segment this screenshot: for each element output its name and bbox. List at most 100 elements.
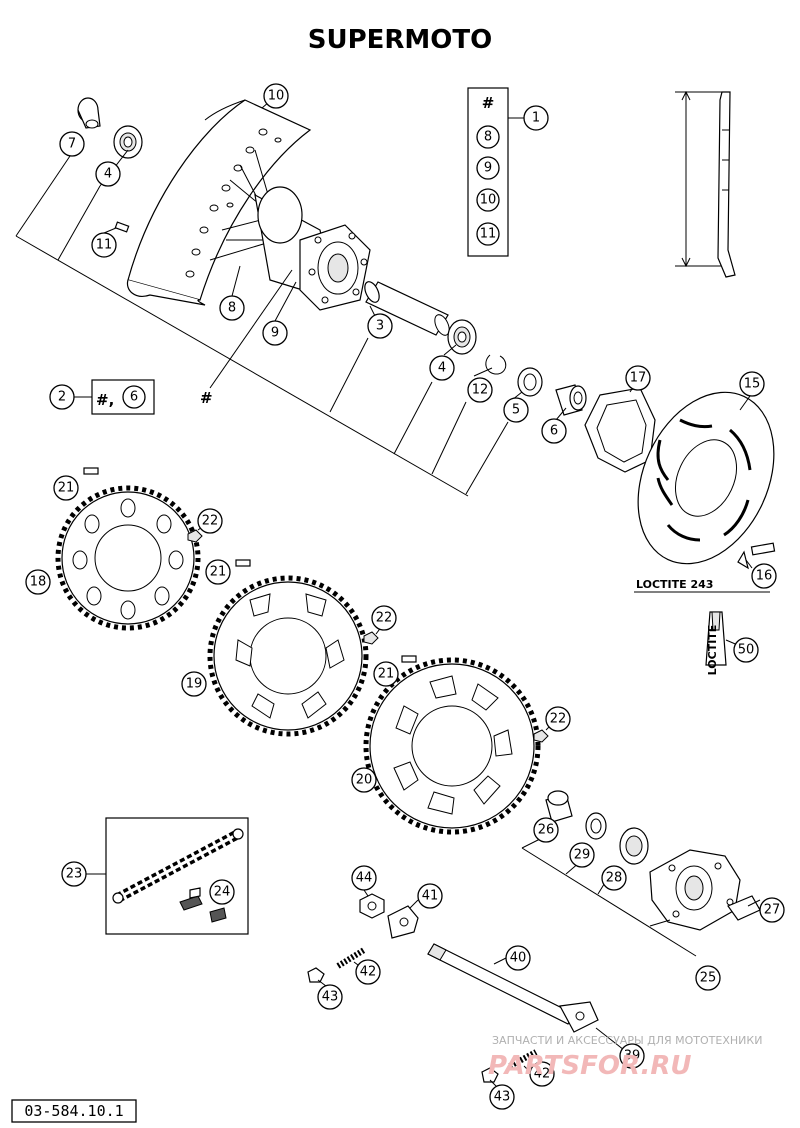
callout-21-c: 21 xyxy=(373,661,399,687)
svg-text:6: 6 xyxy=(550,424,558,439)
wheel-bearing-upper xyxy=(113,125,143,159)
sprocket-20 xyxy=(363,657,541,835)
spoke-nipple xyxy=(114,221,130,233)
svg-text:18: 18 xyxy=(30,575,47,590)
callout-6: 6 xyxy=(541,418,567,444)
callout-41: 41 xyxy=(417,883,443,909)
box-item-11: 11 xyxy=(480,227,497,242)
callout-25: 25 xyxy=(695,965,721,991)
svg-text:10: 10 xyxy=(268,89,285,104)
callout-22-a: 22 xyxy=(197,508,223,534)
disc-bolt xyxy=(737,542,776,570)
callout-19: 19 xyxy=(181,671,207,697)
callout-7: 7 xyxy=(59,131,85,157)
rear-axle xyxy=(427,943,599,1033)
callout-22-b: 22 xyxy=(371,605,397,631)
svg-text:29: 29 xyxy=(574,848,591,863)
circlip xyxy=(485,354,507,375)
svg-text:7: 7 xyxy=(68,137,76,152)
callout-43-b: 43 xyxy=(489,1084,515,1110)
svg-text:42: 42 xyxy=(360,965,377,980)
callout-43-a: 43 xyxy=(317,984,343,1010)
spacer-6 xyxy=(555,384,587,416)
callouts: 1 2 3 4 4 5 6 7 8 9 10 11 12 15 16 17 18… xyxy=(25,83,785,1110)
sprocket-19 xyxy=(207,575,369,737)
callout-28: 28 xyxy=(601,865,627,891)
svg-text:42: 42 xyxy=(534,1067,551,1082)
loctite-tube: LOCTITE xyxy=(705,611,727,676)
svg-text:16: 16 xyxy=(756,569,773,584)
callout-3: 3 xyxy=(367,313,393,339)
box-item-9: 9 xyxy=(484,161,492,176)
callout-4-upper: 4 xyxy=(95,161,121,187)
svg-text:41: 41 xyxy=(422,889,439,904)
spacer-tube xyxy=(364,281,450,336)
callout-40: 40 xyxy=(505,945,531,971)
adjuster-locknut xyxy=(307,967,499,1083)
kit-box: #, 6 xyxy=(74,379,155,415)
callout-8: 8 xyxy=(219,295,245,321)
shaft-seal xyxy=(517,367,543,397)
svg-text:20: 20 xyxy=(356,773,373,788)
svg-text:39: 39 xyxy=(624,1049,641,1064)
svg-text:28: 28 xyxy=(606,871,623,886)
callout-4-lower: 4 xyxy=(429,355,455,381)
svg-text:50: 50 xyxy=(738,643,755,658)
drawing-code-box xyxy=(11,1099,137,1123)
callout-18: 18 xyxy=(25,569,51,595)
svg-text:22: 22 xyxy=(202,514,219,529)
callout-16: 16 xyxy=(751,563,777,589)
assembly-parts-box: # 8 9 10 11 xyxy=(467,87,524,257)
brake-disc xyxy=(637,391,775,565)
drawing-code: 03-584.10.1 xyxy=(24,1102,123,1120)
callout-42-b: 42 xyxy=(529,1061,555,1087)
kit-box-item-6: 6 xyxy=(130,390,138,405)
callout-10: 10 xyxy=(263,83,289,109)
loctite-note: LOCTITE 243 xyxy=(636,578,713,591)
svg-text:26: 26 xyxy=(538,823,555,838)
svg-text:40: 40 xyxy=(510,951,527,966)
svg-text:3: 3 xyxy=(376,319,384,334)
svg-text:1: 1 xyxy=(532,111,540,126)
callout-21-b: 21 xyxy=(205,559,231,585)
svg-text:27: 27 xyxy=(764,903,781,918)
callout-5: 5 xyxy=(503,397,529,423)
svg-text:44: 44 xyxy=(356,871,373,886)
callout-24: 24 xyxy=(209,879,235,905)
callout-21-a: 21 xyxy=(53,475,79,501)
wheel-bearing-lower xyxy=(447,319,477,355)
svg-text:22: 22 xyxy=(550,712,567,727)
tube-label: LOCTITE xyxy=(706,625,719,676)
callout-23: 23 xyxy=(61,861,87,887)
callout-2: 2 xyxy=(49,384,75,410)
svg-text:15: 15 xyxy=(744,377,761,392)
callout-11: 11 xyxy=(91,232,117,258)
box-item-hash: # xyxy=(482,94,495,112)
callout-44: 44 xyxy=(351,865,377,891)
watermark-logo: PARTSFOR.RU xyxy=(488,1051,691,1081)
watermark-tagline: ЗАПЧАСТИ И АКСЕССУАРЫ ДЛЯ МОТОТЕХНИКИ xyxy=(492,1034,762,1047)
svg-text:23: 23 xyxy=(66,867,83,882)
leader-lines-hub xyxy=(521,835,761,957)
svg-text:8: 8 xyxy=(228,301,236,316)
diagram-title: SUPERMOTO xyxy=(308,25,493,55)
callout-20: 20 xyxy=(351,767,377,793)
svg-text:22: 22 xyxy=(376,611,393,626)
svg-text:25: 25 xyxy=(700,971,717,986)
svg-text:21: 21 xyxy=(58,481,75,496)
chain-carrier-hub xyxy=(649,849,741,931)
callout-12: 12 xyxy=(467,377,493,403)
sprocket-18 xyxy=(55,485,201,631)
svg-text:21: 21 xyxy=(210,565,227,580)
brake-disc-adapter xyxy=(584,387,656,473)
callout-15: 15 xyxy=(739,371,765,397)
chain-master-link xyxy=(179,887,227,923)
box-item-8: 8 xyxy=(484,130,492,145)
callout-26: 26 xyxy=(533,817,559,843)
hub-seal xyxy=(585,812,607,840)
callout-29: 29 xyxy=(569,842,595,868)
wheel-hub xyxy=(254,186,371,311)
svg-text:9: 9 xyxy=(271,326,279,341)
svg-text:4: 4 xyxy=(104,167,112,182)
svg-text:11: 11 xyxy=(96,238,113,253)
